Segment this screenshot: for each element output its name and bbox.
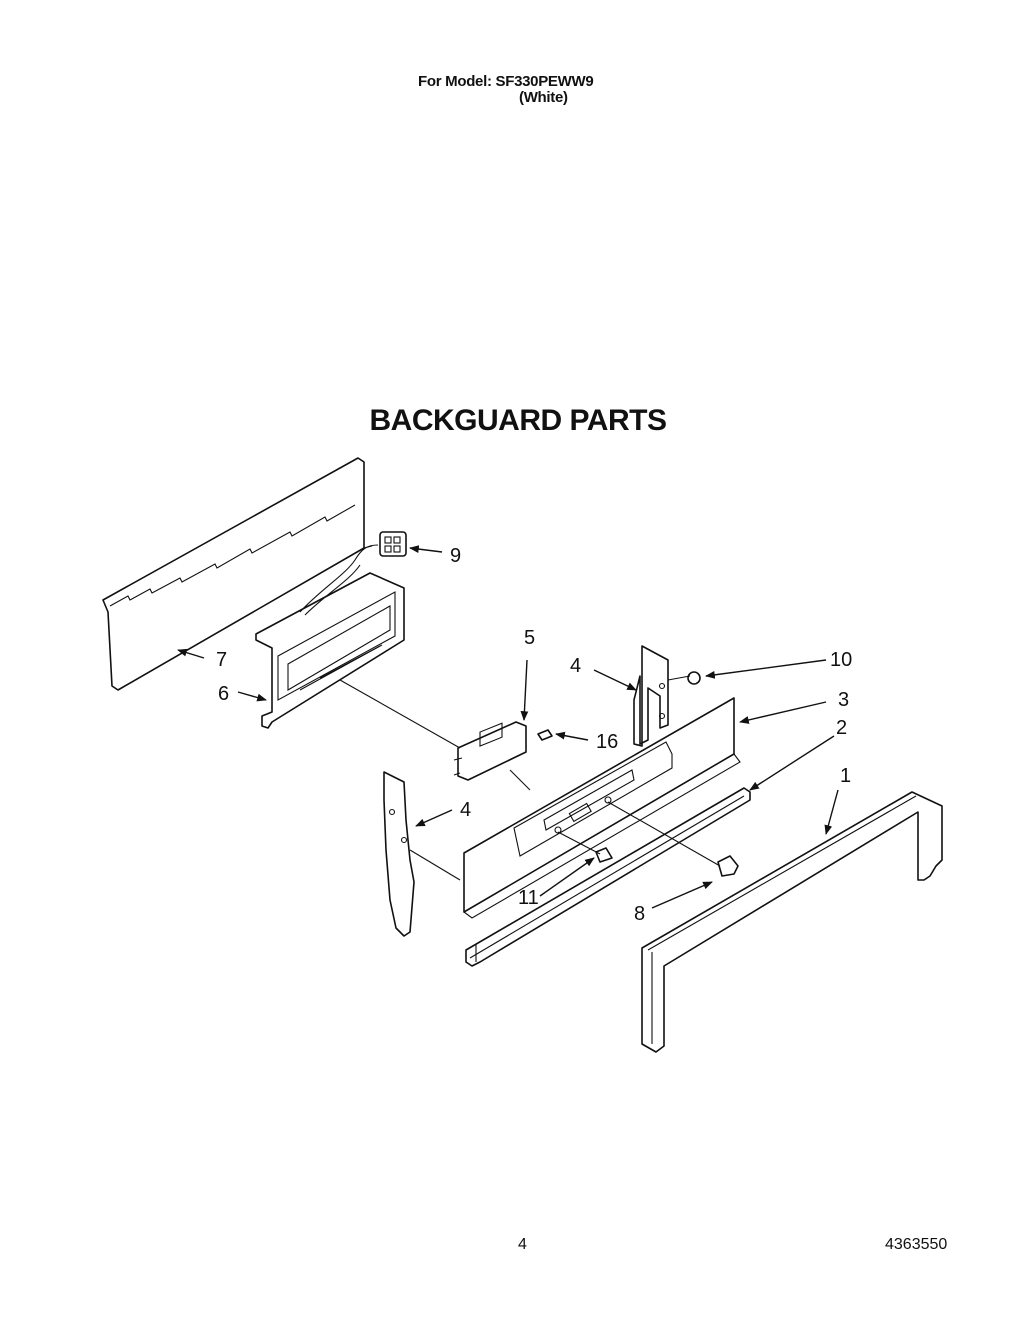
model-header: For Model: SF330PEWW9	[418, 73, 594, 90]
label-part-11: 11	[518, 887, 539, 909]
trim-strip	[465, 787, 751, 967]
lens-part11	[557, 831, 613, 863]
side-bracket-lower	[383, 771, 461, 937]
spacer-part16	[537, 729, 553, 741]
label-part-6: 6	[218, 683, 229, 705]
label-part-2: 2	[836, 717, 847, 739]
label-part-5: 5	[524, 627, 535, 649]
knob-part8	[607, 801, 739, 877]
page-title: BACKGUARD PARTS	[369, 404, 667, 437]
bracket-frame	[255, 572, 405, 729]
label-part-9: 9	[450, 545, 461, 567]
rear-panel	[102, 457, 373, 691]
label-part-10: 10	[830, 649, 852, 671]
label-part-1: 1	[840, 765, 851, 787]
control-panel	[463, 697, 741, 919]
label-part-8: 8	[634, 903, 645, 925]
wire-harness	[299, 531, 407, 616]
page-number: 4	[518, 1236, 527, 1253]
color-header: (White)	[519, 89, 568, 106]
screw-part10	[667, 671, 701, 685]
document-number: 4363550	[885, 1236, 948, 1253]
side-bracket-upper	[633, 645, 669, 747]
label-part-4-lower: 4	[460, 799, 471, 821]
label-part-4-upper: 4	[570, 655, 581, 677]
label-part-16: 16	[596, 731, 618, 753]
end-cap-trim	[641, 791, 943, 1053]
label-part-3: 3	[838, 689, 849, 711]
leader-lines	[177, 545, 839, 909]
label-part-7: 7	[216, 649, 227, 671]
clock-module	[339, 679, 531, 791]
